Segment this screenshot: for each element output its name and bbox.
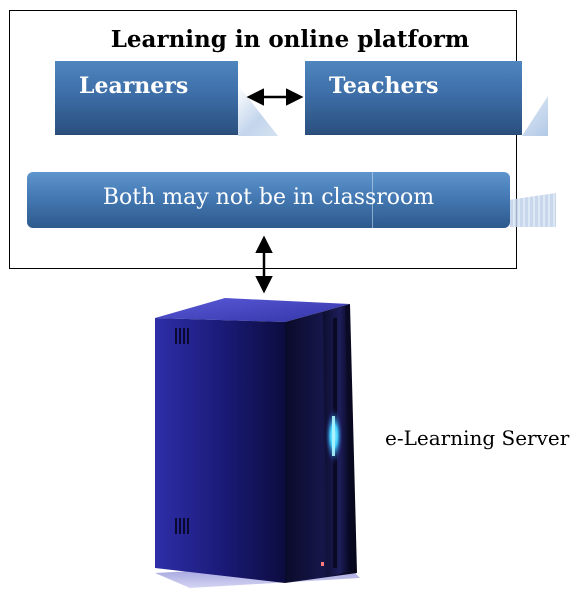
diagram-title: Learning in online platform bbox=[110, 26, 470, 53]
both-box: Both may not be in classroom bbox=[27, 172, 510, 228]
teachers-box: Teachers bbox=[305, 61, 522, 134]
learners-box: Learners bbox=[55, 61, 238, 134]
both-label: Both may not be in classroom bbox=[102, 185, 435, 210]
both-divider bbox=[372, 172, 373, 228]
learners-label: Learners bbox=[79, 73, 189, 99]
server-tower-icon bbox=[145, 288, 370, 588]
server-label: e-Learning Server bbox=[385, 426, 570, 450]
teachers-label: Teachers bbox=[329, 73, 439, 99]
both-shadow bbox=[510, 193, 556, 227]
